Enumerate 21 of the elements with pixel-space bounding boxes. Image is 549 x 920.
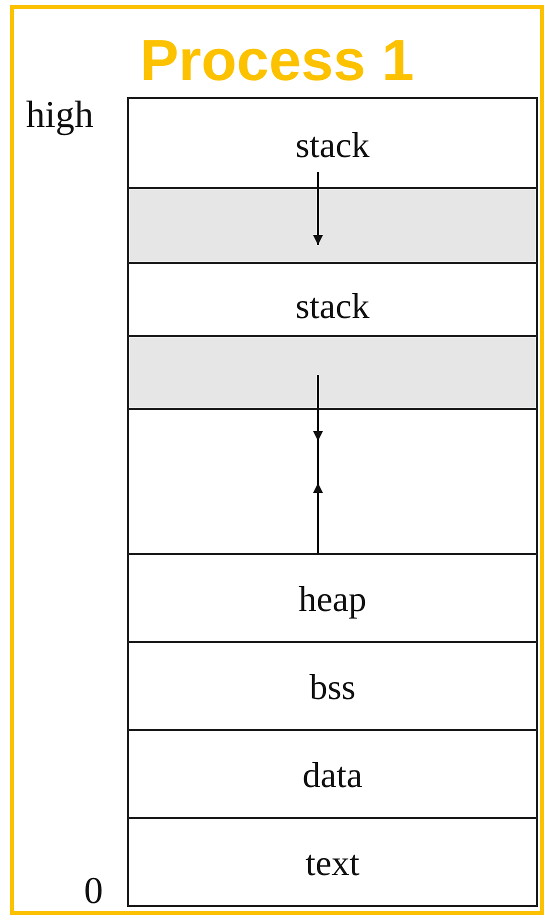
segment-label: bss <box>309 667 356 709</box>
memory-segment <box>127 817 538 907</box>
arrow <box>313 172 323 245</box>
process-frame <box>10 5 544 915</box>
address-label: high <box>26 95 94 135</box>
memory-segment <box>127 641 538 731</box>
free-space <box>127 187 538 264</box>
memory-segment <box>127 553 538 643</box>
title: Process 1 <box>138 29 416 93</box>
segment-label: stack <box>296 125 370 167</box>
arrow <box>313 374 323 484</box>
address-label: 0 <box>84 871 103 911</box>
memory-segment <box>127 97 538 189</box>
segment-label: stack <box>296 286 370 328</box>
segment-label: heap <box>298 579 366 621</box>
segment-label: text <box>306 843 360 885</box>
memory-segment <box>127 262 538 337</box>
memory-segment <box>127 729 538 819</box>
free-space <box>127 335 538 410</box>
arrow <box>313 483 323 554</box>
segment-label: data <box>302 755 362 797</box>
